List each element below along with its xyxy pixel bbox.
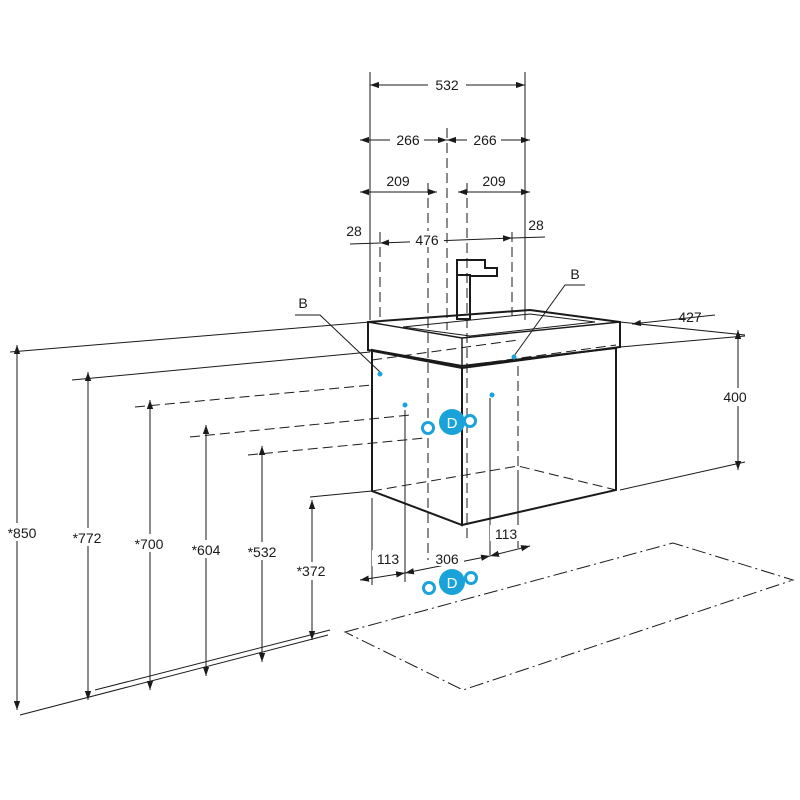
sink-countertop: [367, 308, 621, 370]
drain-marker-floor-label: D: [447, 575, 458, 592]
dim-h-372-label: *372: [297, 563, 326, 579]
dim-height-cabinet-label: 400: [723, 389, 747, 405]
extension-lines: [369, 72, 526, 585]
dim-side-right: [458, 172, 530, 196]
dim-inner-width: [349, 231, 546, 247]
dim-depth: [619, 314, 746, 348]
drain-marker-wall: [421, 409, 477, 435]
drain-marker-floor: [422, 569, 478, 595]
dim-side-left: [360, 172, 437, 196]
dim-side-left-label: 209: [386, 173, 410, 189]
dim-bottom-right-label: 113: [495, 526, 518, 542]
dim-h-850-label: *850: [8, 525, 37, 541]
floor-outline: [343, 542, 795, 691]
dim-bottom: [359, 525, 531, 582]
cabinet-body: [371, 339, 617, 527]
dim-half-right: [447, 130, 530, 148]
dim-margin-left-label: 28: [346, 223, 362, 239]
dim-width-total-label: 532: [435, 77, 459, 93]
dim-h-372: [288, 500, 334, 640]
dim-h-700: [126, 400, 172, 690]
faucet-icon: [456, 259, 498, 320]
dim-h-604-label: *604: [192, 542, 221, 558]
height-reference-lines: [9, 321, 426, 716]
dim-half-left: [360, 130, 447, 148]
dim-side-right-label: 209: [482, 173, 506, 189]
dim-depth-label: 427: [678, 309, 702, 325]
dim-inner-width-label: 476: [415, 232, 439, 248]
connection-dot: [489, 392, 495, 398]
dim-h-772-label: *772: [73, 530, 102, 546]
label-b-left-text: B: [298, 295, 307, 311]
connection-dot: [402, 402, 408, 408]
dim-h-700-label: *700: [135, 536, 164, 552]
dim-h-850: [0, 345, 44, 710]
label-b-right: [511, 284, 585, 360]
label-b-right-text: B: [570, 266, 579, 282]
dim-half-left-label: 266: [396, 132, 420, 148]
dim-bottom-center-label: 306: [435, 551, 459, 567]
dim-h-532-label: *532: [248, 544, 277, 560]
dim-h-532: [239, 446, 285, 662]
drain-marker-wall-label: D: [447, 415, 458, 432]
dim-height-cabinet: [619, 330, 753, 491]
dim-half-right-label: 266: [473, 132, 497, 148]
dim-h-604: [183, 425, 229, 676]
dim-width-total: [370, 75, 525, 93]
dim-bottom-left-label: 113: [377, 551, 400, 567]
dim-margin-right-label: 28: [528, 217, 544, 233]
label-b-left: [295, 314, 383, 377]
dim-h-772: [64, 372, 110, 700]
